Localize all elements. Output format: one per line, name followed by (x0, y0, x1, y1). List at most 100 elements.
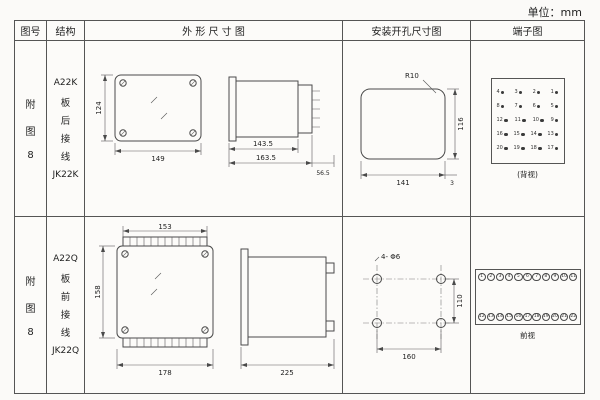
dim-depth1: 143.5 (252, 140, 272, 148)
terminal-point: 18 (530, 145, 542, 151)
fig-no-cell-row2: 附 图 8 (15, 217, 47, 393)
structure-cell-a22q: A22Q 板 前 接 线 JK22Q (47, 217, 85, 393)
dim-width: 178 (158, 369, 171, 377)
dim-height: 124 (95, 100, 103, 114)
fig-no-char: 8 (27, 150, 34, 161)
terminal-point: 7 (515, 104, 523, 109)
terminal-point: 13 (547, 131, 559, 137)
terminal-dot (521, 132, 525, 136)
terminal-dot (504, 118, 508, 123)
terminal-point: 16 (497, 131, 508, 137)
header-mounting: 安装开孔尺寸图 (343, 21, 471, 41)
terminal-circle: 18 (532, 312, 541, 321)
terminal-view-label: 前视 (520, 331, 535, 340)
cutout-dims: 141 3 116 (360, 88, 465, 187)
terminal-point: 4 (497, 90, 505, 95)
side-view (228, 76, 320, 141)
terminal-point: 12 (497, 117, 508, 123)
terminal-circle: 12 (477, 312, 486, 321)
terminal-dot (522, 118, 526, 123)
terminal-circle: 3 (495, 273, 505, 282)
terminal-circle: 1 (477, 273, 486, 282)
terminal-circle: 17 (523, 312, 532, 321)
fig-no-char: 8 (27, 326, 34, 338)
structure-char: 线 (60, 151, 71, 163)
terminal-circle: 9 (550, 273, 560, 282)
structure-char: 板 (60, 274, 71, 285)
structure-char: 接 (60, 310, 71, 321)
mounting-dims: 110 160 (376, 278, 464, 361)
structure-type: JK22K (52, 169, 79, 180)
terminal-circle: 11 (569, 273, 578, 282)
fig-no-cell-row1: 附 图 8 (15, 41, 47, 217)
terminal-dot (504, 146, 508, 150)
terminal-point: 11 (515, 117, 526, 123)
terminal-grid-row: 12 11 10 9 (497, 117, 559, 123)
dim-horizontal: 160 (402, 353, 415, 361)
cutout-shape: R10 (360, 72, 445, 159)
terminal-circle: 7 (532, 273, 541, 282)
terminal-circle: 22 (569, 312, 578, 321)
mounting-cell-a22k: R10 141 3 116 (343, 41, 471, 217)
terminal-point: 15 (513, 131, 525, 137)
terminal-circle: 21 (559, 312, 569, 321)
structure-char: 前 (60, 292, 71, 303)
terminal-point: 14 (530, 131, 542, 137)
terminal-circle: 13 (486, 312, 496, 321)
dim-edge: 3 (450, 180, 454, 187)
dim-terminal-depth: 56.5 (316, 170, 330, 177)
dim-cutout-height: 116 (457, 116, 465, 130)
front-view (116, 236, 213, 348)
terminal-point: 9 (551, 117, 559, 123)
fig-no-char: 附 (25, 276, 36, 288)
terminal-circle: 14 (495, 312, 505, 321)
terminal-circle: 5 (514, 273, 523, 282)
terminal-view-label: (背视) (517, 169, 538, 179)
mounting-drawing-a22k: R10 141 3 116 (360, 72, 465, 187)
terminal-point: 3 (515, 90, 523, 95)
fig-no-char: 图 (25, 303, 36, 315)
header-structure: 结构 (47, 21, 85, 41)
terminal-dot (537, 105, 541, 109)
header-outline: 外 形 尺 寸 图 (85, 21, 343, 41)
side-view-dims: 225 (240, 339, 334, 377)
terminal-point: 2 (533, 90, 541, 95)
structure-char: 板 (60, 97, 71, 109)
structure-model: A22Q (53, 254, 78, 264)
terminal-point: 6 (533, 104, 541, 109)
structure-char: 后 (60, 115, 71, 127)
terminal-point: 10 (533, 117, 544, 123)
terminal-grid-row: 16 15 14 13 (497, 131, 559, 137)
outline-cell-a22k: 124 149 (85, 41, 343, 217)
structure-type: JK22Q (51, 346, 80, 356)
terminal-point: 19 (513, 145, 525, 151)
outline-cell-a22q: 153 (85, 217, 343, 393)
terminal-dot (504, 132, 508, 136)
header-terminal: 端子图 (471, 21, 584, 41)
dim-vertical: 110 (456, 294, 464, 307)
terminal-circle: 15 (504, 312, 514, 321)
terminal-dot (555, 146, 559, 150)
dim-holes-label: 4- Φ6 (381, 253, 401, 261)
fig-no-char: 附 (25, 100, 36, 111)
dim-width: 149 (151, 155, 164, 163)
terminal-dot (538, 146, 542, 150)
terminal-dot (555, 91, 559, 95)
structure-model: A22K (53, 77, 78, 88)
front-view-dims: 124 149 (95, 74, 201, 163)
terminal-dot (555, 132, 559, 136)
front-view (114, 74, 201, 141)
structure-cell-a22k: A22K 板 后 接 线 JK22K (47, 41, 85, 217)
outline-drawing-a22k: 124 149 (95, 74, 334, 177)
outline-drawing-a22q: 153 (94, 223, 334, 377)
terminal-circle: 10 (559, 273, 569, 282)
terminal-dot (519, 91, 523, 95)
side-view (240, 248, 334, 346)
terminal-point: 5 (551, 104, 559, 109)
